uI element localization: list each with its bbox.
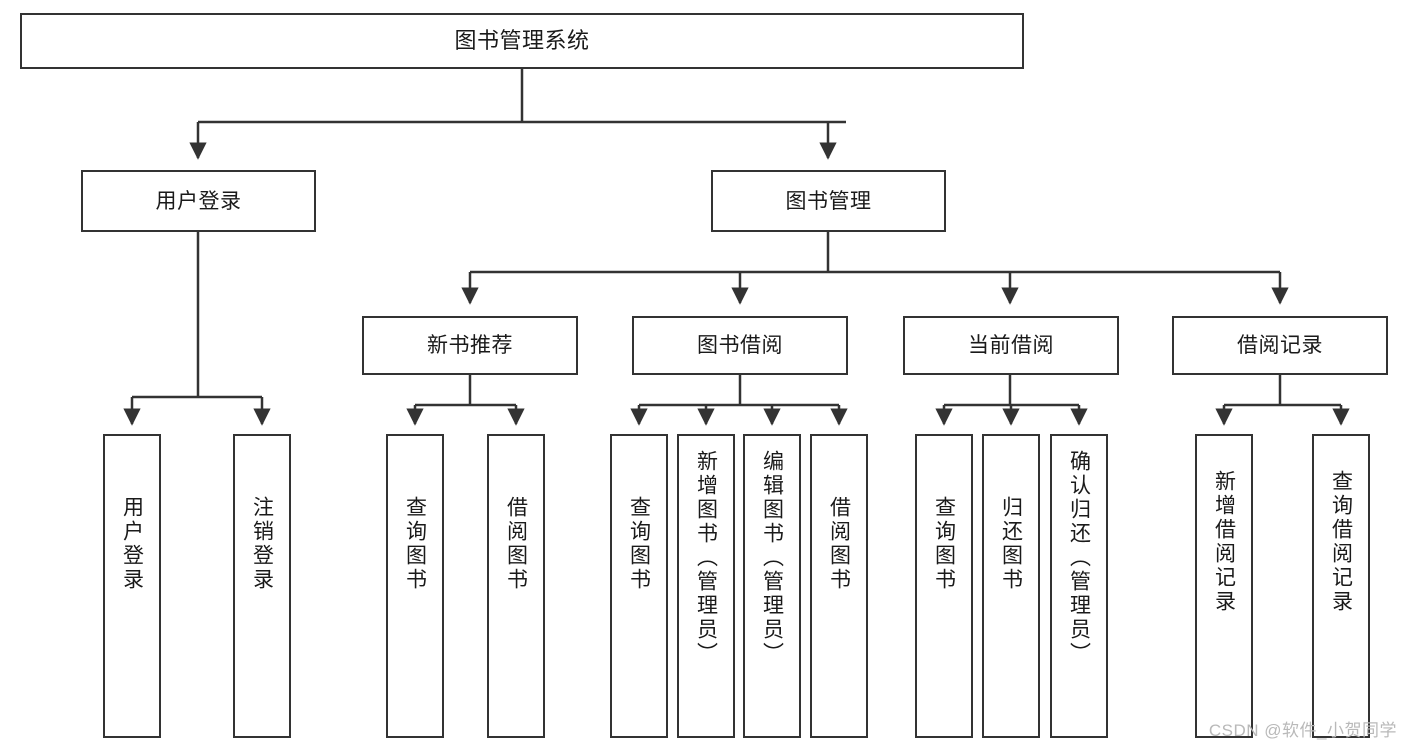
leaf-query-book-borrow[interactable]: 查询图书 <box>610 434 668 738</box>
node-label: 图书借阅 <box>697 334 783 357</box>
node-label: 查询图书 <box>932 496 956 592</box>
node-borrow-record[interactable]: 借阅记录 <box>1172 316 1388 375</box>
node-label: 借阅图书 <box>827 496 851 592</box>
node-label: 新增图书（管理员） <box>694 450 718 666</box>
node-label: 借阅图书 <box>504 496 528 592</box>
node-current-borrow[interactable]: 当前借阅 <box>903 316 1119 375</box>
node-label: 查询图书 <box>627 496 651 592</box>
node-new-book-recommendation[interactable]: 新书推荐 <box>362 316 578 375</box>
leaf-return-book[interactable]: 归还图书 <box>982 434 1040 738</box>
node-root-system[interactable]: 图书管理系统 <box>20 13 1024 69</box>
node-book-borrow[interactable]: 图书借阅 <box>632 316 848 375</box>
leaf-logout[interactable]: 注销登录 <box>233 434 291 738</box>
leaf-edit-book-admin[interactable]: 编辑图书（管理员） <box>743 434 801 738</box>
node-label: 图书管理系统 <box>454 28 590 53</box>
node-label: 新增借阅记录 <box>1212 470 1236 614</box>
leaf-query-book-current[interactable]: 查询图书 <box>915 434 973 738</box>
node-label: 编辑图书（管理员） <box>760 450 784 666</box>
leaf-query-book-recommendation[interactable]: 查询图书 <box>386 434 444 738</box>
node-label: 归还图书 <box>999 496 1023 592</box>
leaf-user-login[interactable]: 用户登录 <box>103 434 161 738</box>
node-label: 确认归还（管理员） <box>1067 450 1091 666</box>
node-label: 查询借阅记录 <box>1329 470 1353 614</box>
node-label: 图书管理 <box>785 189 872 213</box>
leaf-query-borrow-record[interactable]: 查询借阅记录 <box>1312 434 1370 738</box>
csdn-watermark: CSDN @软件_小贺同学 <box>1208 721 1397 740</box>
node-user-login[interactable]: 用户登录 <box>81 170 316 232</box>
leaf-confirm-return-admin[interactable]: 确认归还（管理员） <box>1050 434 1108 738</box>
node-label: 当前借阅 <box>968 334 1054 357</box>
node-label: 注销登录 <box>250 496 274 592</box>
node-book-manage[interactable]: 图书管理 <box>711 170 946 232</box>
node-label: 用户登录 <box>155 189 242 213</box>
node-label: 新书推荐 <box>427 334 513 357</box>
node-label: 用户登录 <box>120 496 144 592</box>
leaf-borrow-book-recommendation[interactable]: 借阅图书 <box>487 434 545 738</box>
node-label: 借阅记录 <box>1237 334 1323 357</box>
leaf-borrow-book[interactable]: 借阅图书 <box>810 434 868 738</box>
node-label: 查询图书 <box>403 496 427 592</box>
leaf-add-borrow-record[interactable]: 新增借阅记录 <box>1195 434 1253 738</box>
leaf-add-book-admin[interactable]: 新增图书（管理员） <box>677 434 735 738</box>
